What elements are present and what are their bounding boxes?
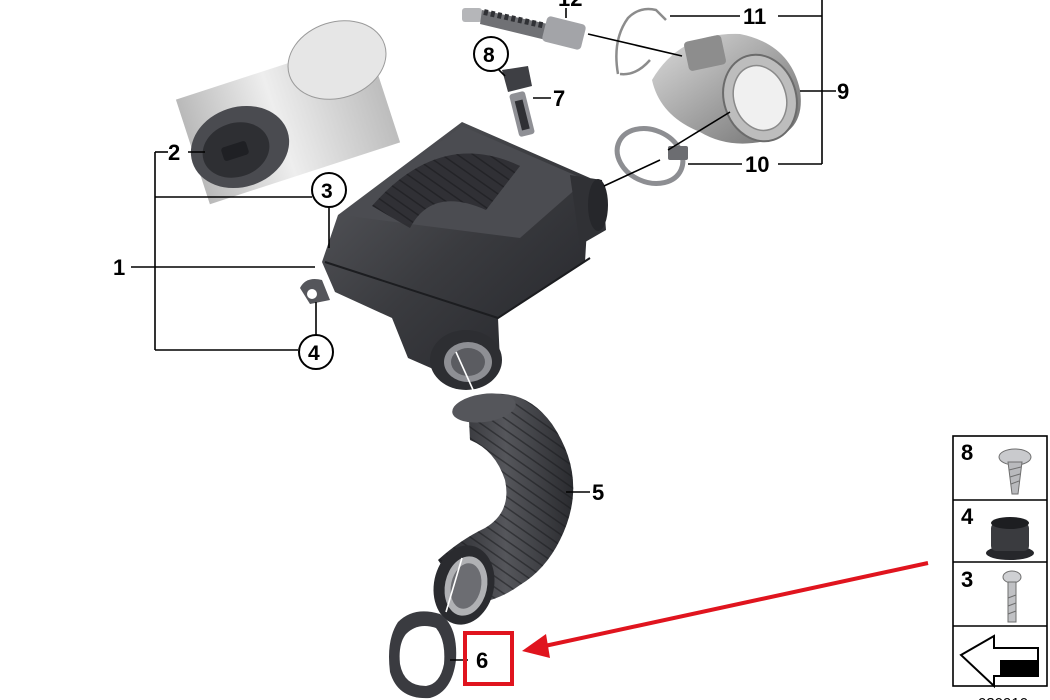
bolt-screw-icon xyxy=(1002,570,1022,623)
intake-air-temp-sensor xyxy=(502,66,535,137)
air-filter-cartridge xyxy=(175,20,401,205)
legend-number-2: 3 xyxy=(961,567,973,592)
hardware-legend: 8 4 3 030910 xyxy=(952,435,1048,700)
intake-hose xyxy=(433,393,574,625)
highlight-arrow-head xyxy=(522,634,550,658)
legend-number-1: 4 xyxy=(961,504,974,529)
diagram-id: 030910 xyxy=(978,695,1028,700)
connector-bracket xyxy=(462,8,586,50)
highlight-box xyxy=(463,631,514,686)
mass-air-flow-duct xyxy=(652,33,801,144)
callout-11: 11 xyxy=(743,4,766,29)
legend-number-0: 8 xyxy=(961,440,973,465)
callout-8: 8 xyxy=(483,44,495,67)
callout-6: 6 xyxy=(476,648,488,673)
callout-5: 5 xyxy=(592,480,604,505)
callout-4: 4 xyxy=(308,342,320,365)
callout-3: 3 xyxy=(321,180,333,203)
intake-seal xyxy=(389,611,457,699)
wire-clip xyxy=(615,7,667,76)
rubber-grommet-icon xyxy=(986,517,1034,560)
highlight-marker xyxy=(463,561,929,686)
callout-2: 2 xyxy=(168,140,180,165)
callout-9: 9 xyxy=(837,79,849,104)
air-filter-housing xyxy=(300,122,608,390)
direction-arrow-icon xyxy=(959,634,1039,689)
self-tapping-screw-icon xyxy=(998,448,1032,495)
hose-clamp xyxy=(614,126,688,186)
callout-10: 10 xyxy=(745,152,769,177)
callout-1: 1 xyxy=(113,255,125,280)
highlight-arrow-line xyxy=(539,561,929,649)
callout-7: 7 xyxy=(553,86,565,111)
callouts: 1 2 3 4 5 6 7 8 9 10 11 12 xyxy=(113,0,849,673)
callout-12: 12 xyxy=(558,0,582,11)
